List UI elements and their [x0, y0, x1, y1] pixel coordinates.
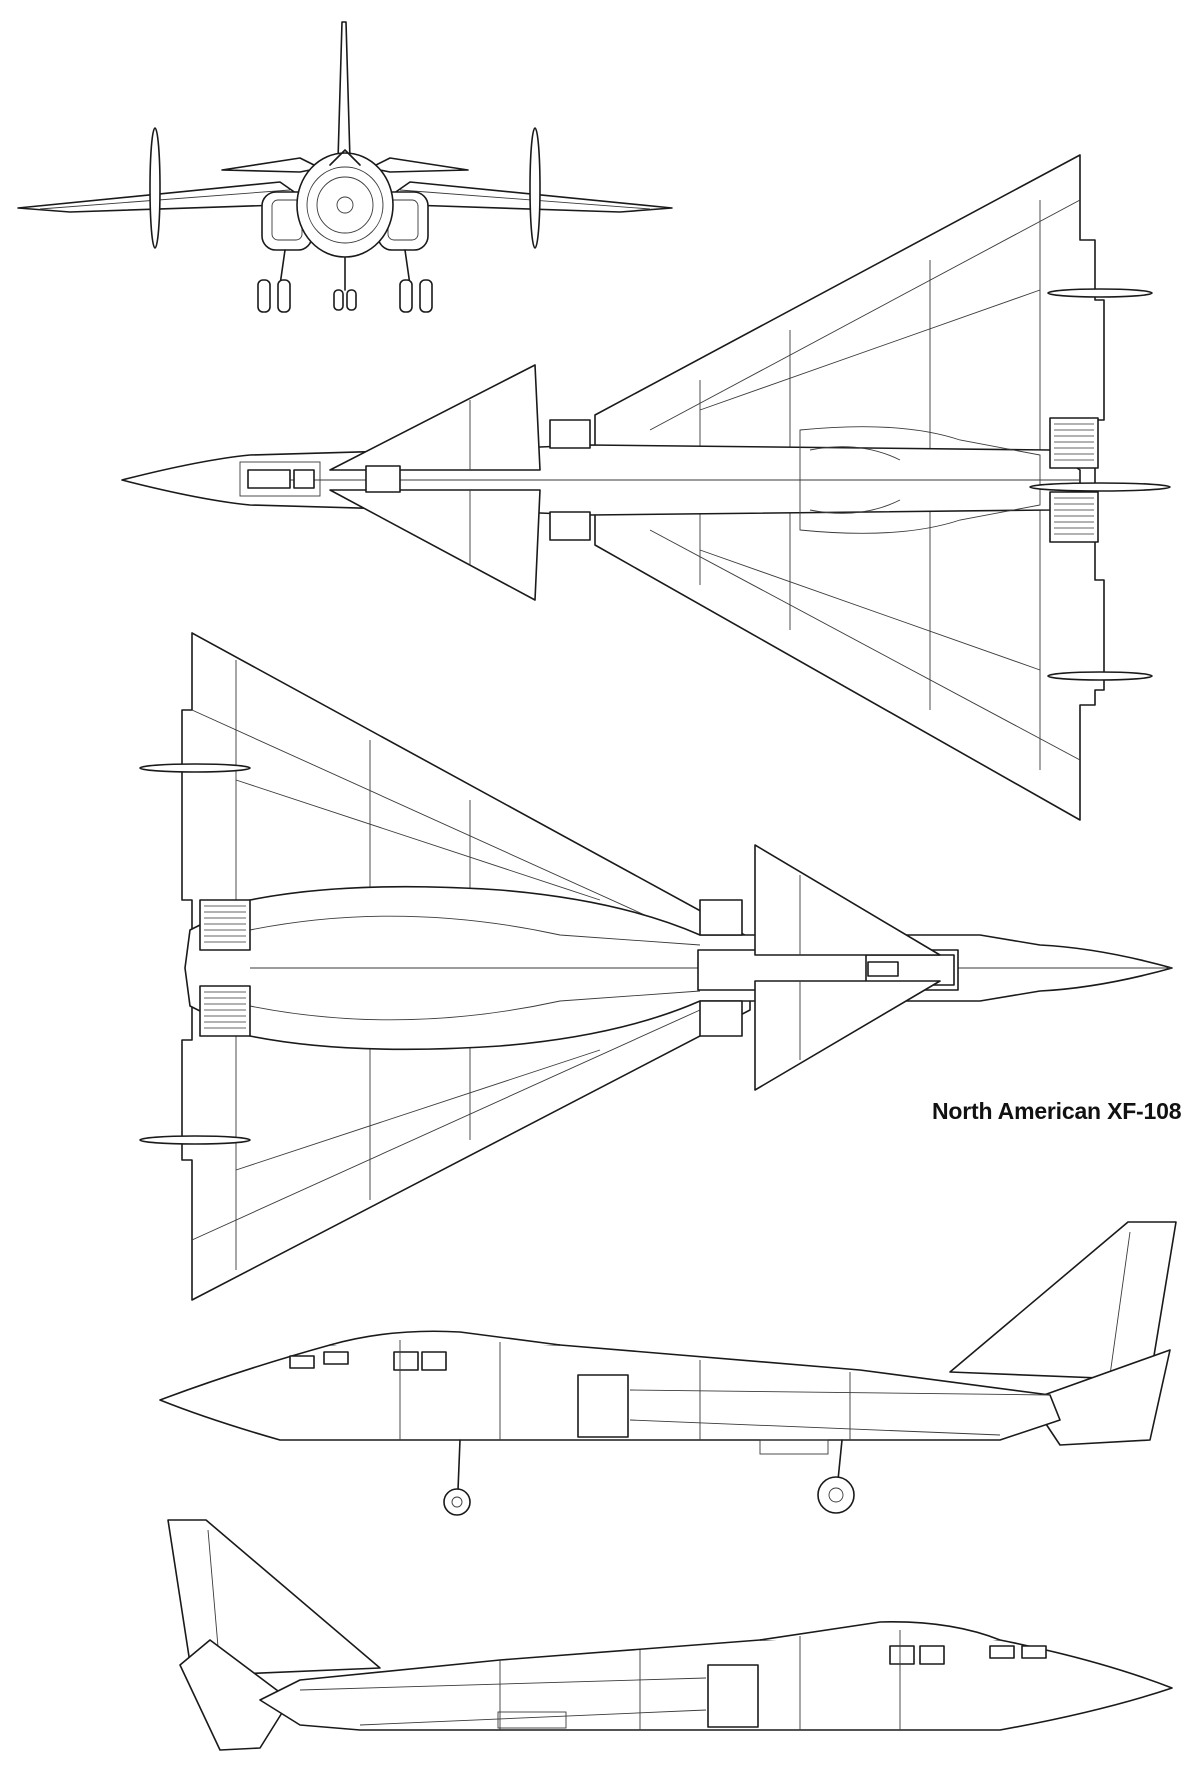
front-view — [17, 21, 673, 313]
plan-view-upper — [121, 154, 1171, 821]
side-view-gear-up — [167, 1519, 1173, 1751]
side-view-gear-down — [159, 1221, 1177, 1516]
aircraft-title: North American XF-108 — [932, 1098, 1182, 1124]
plan-view-lower — [139, 632, 1173, 1301]
